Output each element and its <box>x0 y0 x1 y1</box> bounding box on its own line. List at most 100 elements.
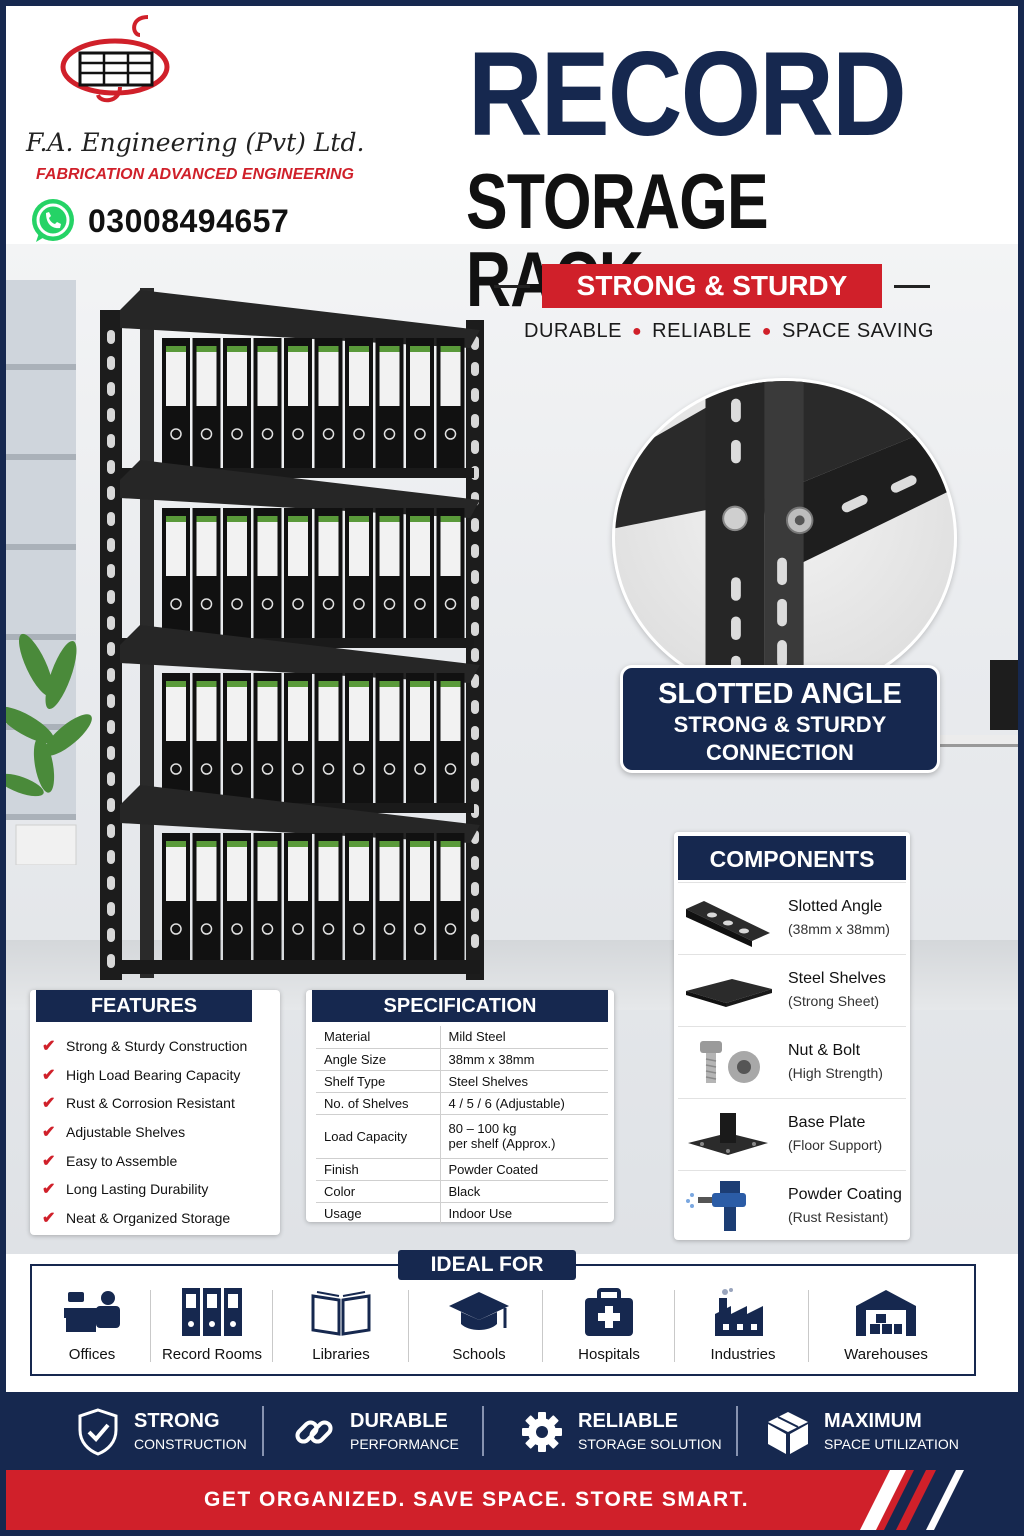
bottom-shelf <box>120 960 480 974</box>
warehouse-icon <box>856 1290 916 1336</box>
graduation-cap-icon <box>449 1292 509 1330</box>
feature-item: ✔Neat & Organized Storage <box>42 1209 231 1227</box>
binder-stripe <box>440 516 461 522</box>
binder-ring <box>261 923 274 935</box>
component-nut-bolt: Nut & Bolt (High Strength) <box>678 1026 906 1096</box>
post-slot <box>471 752 479 766</box>
binder-stripe <box>440 681 461 687</box>
binder-ring <box>292 428 304 440</box>
binder-ring <box>261 763 274 775</box>
post-slot <box>107 694 115 708</box>
benefit-sub: STORAGE SOLUTION <box>578 1436 722 1452</box>
callout-title: SLOTTED ANGLE <box>658 678 902 710</box>
ideal-warehouses: Warehouses <box>840 1288 932 1366</box>
binder-stripe <box>257 346 278 352</box>
benefit-durable: DURABLE PERFORMANCE <box>292 1404 459 1460</box>
post-slot <box>107 772 115 786</box>
post-slot <box>107 928 115 942</box>
binder-label <box>379 346 400 406</box>
binder-ring <box>292 923 304 935</box>
binder-label <box>349 516 369 576</box>
benefit-title: STRONG <box>134 1410 220 1432</box>
binder-stripe <box>166 841 186 847</box>
post-slot <box>107 876 115 890</box>
tag-space-saving: SPACE SAVING <box>781 320 934 342</box>
checkmark-icon: ✔ <box>42 1152 56 1170</box>
post-slot <box>107 954 115 968</box>
binder-stripe <box>196 346 217 352</box>
binder-label <box>410 346 430 406</box>
callout-subtitle-1: STRONG & STURDY <box>673 712 887 737</box>
binder-stripe <box>318 841 339 847</box>
component-desc: (High Strength) <box>788 1064 883 1081</box>
binder-stripe <box>196 841 217 847</box>
binder-label <box>196 841 217 901</box>
post-slot <box>471 570 479 584</box>
binder-label <box>288 681 308 741</box>
slotted-angle-closeup <box>612 378 957 698</box>
ideal-label: Industries <box>710 1346 776 1363</box>
binder-label <box>440 841 461 901</box>
features-heading: FEATURES <box>36 990 252 1022</box>
ideal-for-heading: IDEAL FOR <box>398 1250 576 1280</box>
binder-label <box>318 841 339 901</box>
binder-label <box>257 681 278 741</box>
component-powder-coating: Powder Coating (Rust Resistant) <box>678 1170 906 1240</box>
shield-check-icon <box>78 1408 118 1456</box>
binder-label <box>349 841 369 901</box>
post-slot <box>107 902 115 916</box>
binder-ring <box>200 763 213 775</box>
binder-ring <box>414 428 426 440</box>
binder-label <box>166 516 186 576</box>
post-slot <box>107 798 115 812</box>
binder-stripe <box>379 681 400 687</box>
shelf <box>120 625 480 683</box>
slotted-angle-callout: SLOTTED ANGLE STRONG & STURDY CONNECTION <box>620 665 940 773</box>
post-slot <box>471 544 479 558</box>
background-monitor <box>990 660 1018 730</box>
benefit-title: DURABLE <box>350 1410 448 1432</box>
post-slot <box>107 564 115 578</box>
divider <box>408 1290 409 1362</box>
binder-stripe <box>257 516 278 522</box>
binder-stripe <box>410 841 430 847</box>
binder-ring <box>444 923 457 935</box>
binder-stripe <box>318 516 339 522</box>
binder-label <box>410 841 430 901</box>
benefit-strong: STRONG CONSTRUCTION <box>76 1404 247 1460</box>
binder-label <box>440 681 461 741</box>
binder-ring <box>444 428 457 440</box>
post-slot <box>471 596 479 610</box>
shelf <box>120 460 480 518</box>
post-slot <box>471 778 479 792</box>
binder-ring <box>353 923 365 935</box>
phone-contact[interactable]: 03008494657 <box>28 196 289 246</box>
divider-line-right <box>894 285 930 288</box>
binder-label <box>257 346 278 406</box>
ideal-label: Schools <box>452 1346 506 1363</box>
post-slot <box>107 668 115 682</box>
binder-stripe <box>349 346 369 352</box>
binder-label <box>257 841 278 901</box>
shelf-edge <box>120 638 474 648</box>
binder-label <box>196 681 217 741</box>
component-name: Nut & Bolt <box>788 1041 861 1059</box>
title-line-1: RECORD <box>468 27 907 161</box>
binder-ring <box>444 763 457 775</box>
binder-stripe <box>440 841 461 847</box>
binder-ring <box>200 923 213 935</box>
component-name: Slotted Angle <box>788 897 883 915</box>
rack-image <box>100 280 490 980</box>
post-slot <box>107 746 115 760</box>
binder-stripe <box>288 346 308 352</box>
binder-stripe <box>410 681 430 687</box>
benefit-sub: SPACE UTILIZATION <box>824 1436 959 1452</box>
binder-stripe <box>166 681 186 687</box>
